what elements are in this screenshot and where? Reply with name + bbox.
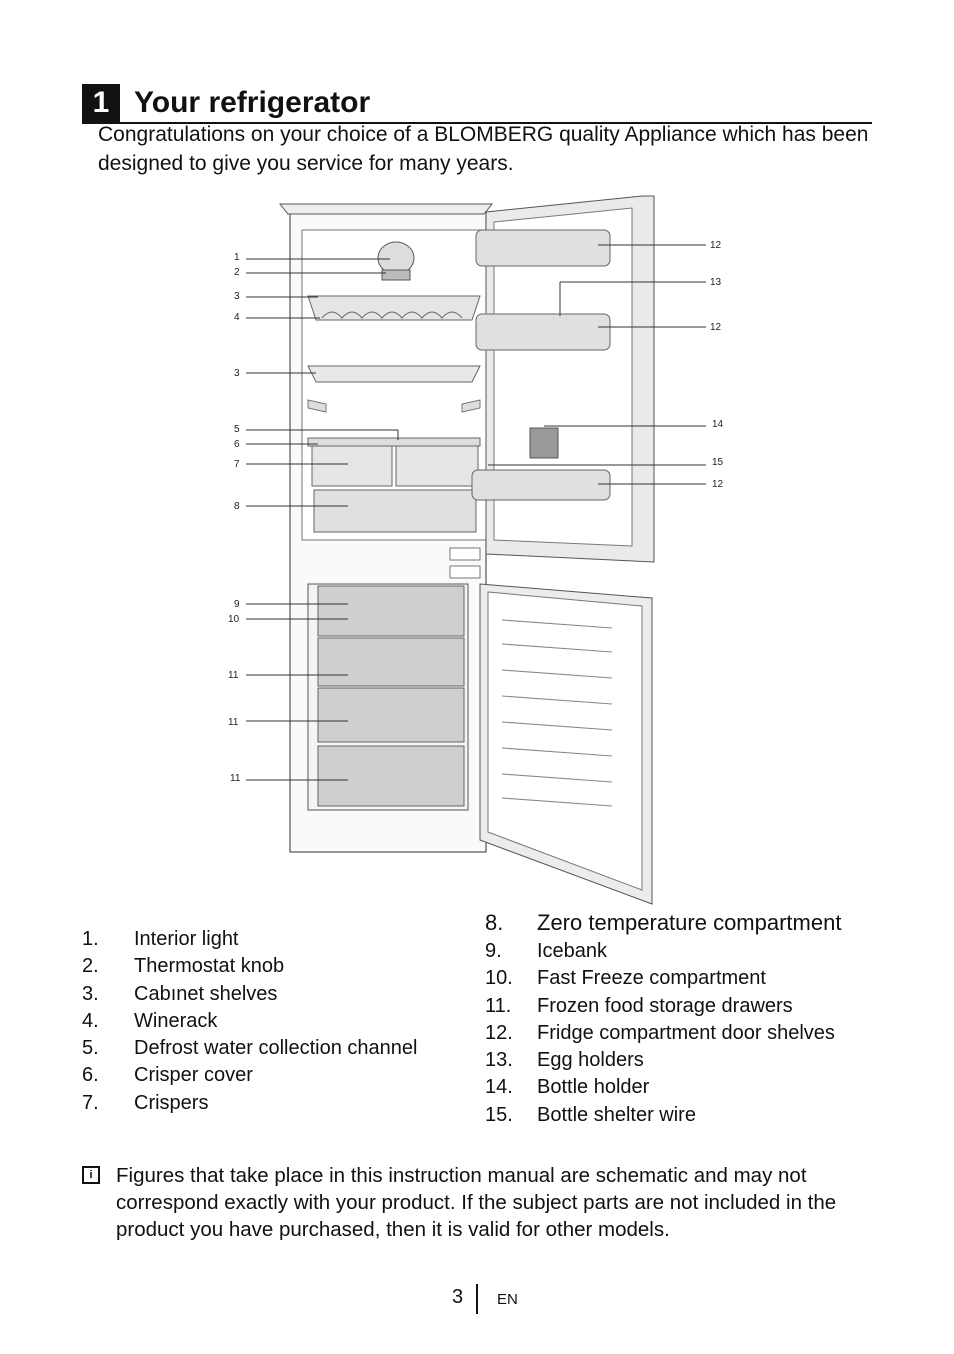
page-number: 3 [452,1286,464,1308]
list-item: 15.Bottle shelter wire [485,1103,696,1126]
list-item: 14.Bottle holder [485,1076,650,1099]
list-item: 11.Frozen food storage drawers [485,994,793,1017]
callout-8: 8 [234,501,240,512]
callout-4: 4 [234,312,240,323]
refrigerator-diagram: 1 2 3 4 3 5 6 7 8 9 10 11 11 11 12 13 12… [222,190,742,910]
callout-2: 2 [234,267,240,278]
parts-list-left: 1.Interior light 2.Thermostat knob 3.Cab… [82,926,442,1117]
callout-6: 6 [234,439,240,450]
info-icon: i [82,1166,100,1184]
callout-12c: 12 [712,479,724,490]
callout-11c: 11 [230,773,241,784]
page-divider [476,1284,478,1314]
callout-1: 1 [234,252,240,263]
callout-15: 15 [712,457,724,468]
callout-3b: 3 [234,368,240,379]
list-item: 5.Defrost water collection channel [82,1037,418,1060]
callout-5: 5 [234,424,240,435]
parts-list-right: 9.Icebank 10.Fast Freeze compartment 11.… [485,938,905,1129]
callout-12a: 12 [710,240,722,251]
intro-text: Congratulations on your choice of a BLOM… [98,123,869,175]
list-item: 1.Interior light [82,928,239,950]
callout-12b: 12 [710,322,722,333]
list-item: 13.Egg holders [485,1049,644,1072]
list-item: 3.Cabınet shelves [82,982,278,1005]
callout-3: 3 [234,291,240,302]
list-item: 9.Icebank [485,940,608,962]
callout-7: 7 [234,459,240,470]
callout-10: 10 [228,614,240,625]
note-text: Figures that take place in this instruct… [116,1164,837,1241]
chapter-number: 1 [82,84,120,122]
callout-11b: 11 [228,717,239,728]
callout-13: 13 [710,277,722,288]
heading-rule [82,122,872,124]
callout-9: 9 [234,599,240,610]
chapter-title: Your refrigerator [134,86,371,119]
list-item: 2.Thermostat knob [82,955,285,978]
list-item-zero-temp: 8.Zero temperature compartment [485,910,842,935]
list-item: 6.Crisper cover [82,1064,253,1087]
list-item: 10.Fast Freeze compartment [485,967,766,990]
callout-14: 14 [712,419,724,430]
callout-11a: 11 [228,670,239,681]
language-code: EN [497,1291,518,1308]
list-item: 12.Fridge compartment door shelves [485,1021,835,1044]
list-item: 7.Crispers [82,1091,209,1114]
list-item: 4.Winerack [82,1009,218,1032]
